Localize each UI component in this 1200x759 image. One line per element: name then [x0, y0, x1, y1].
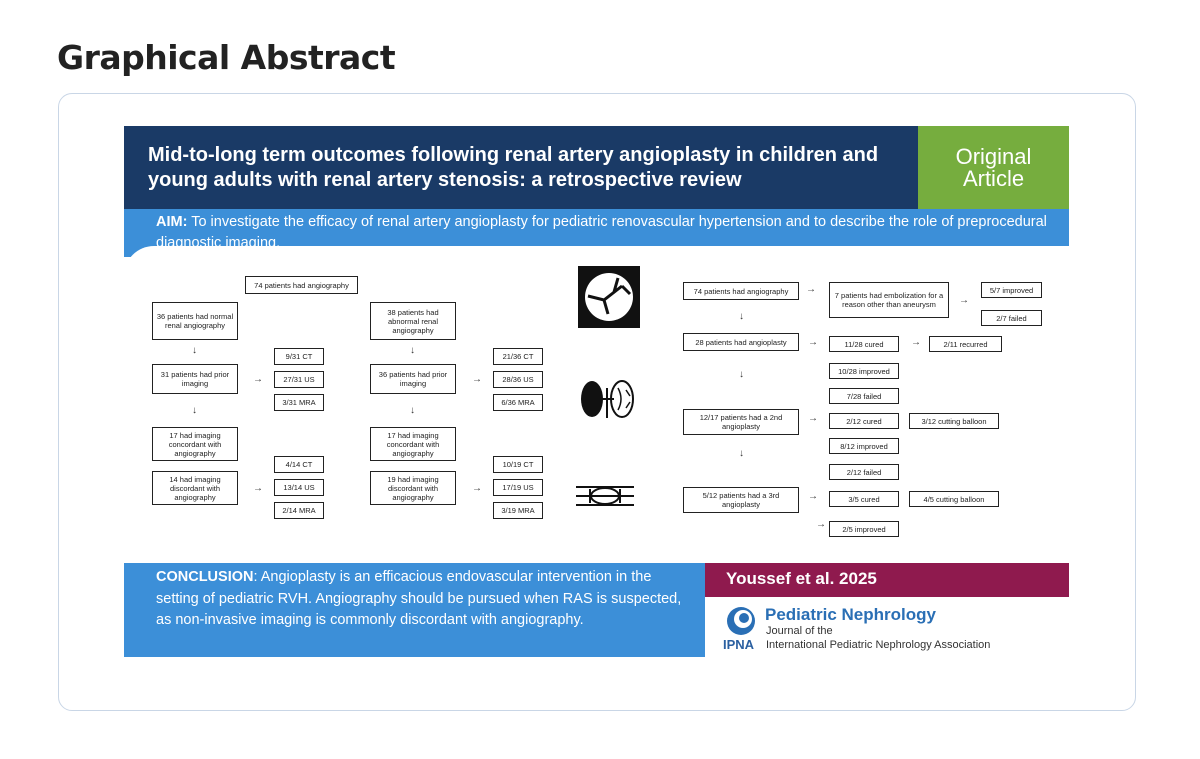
conclusion-label: CONCLUSION	[156, 569, 254, 585]
flow-left-ad-mra: 3/19 MRA	[493, 502, 543, 519]
right-arrow-icon: →	[911, 337, 921, 348]
flow-right-balloon3: 4/5 cutting balloon	[909, 491, 999, 507]
flow-right-angioplasty: 28 patients had angioplasty	[683, 333, 799, 351]
down-arrow-icon: ↓	[410, 405, 415, 416]
flow-right-embol-failed: 2/7 failed	[981, 310, 1042, 326]
kidneys-icon	[581, 380, 634, 418]
ipna-logo-icon	[727, 607, 755, 635]
abstract-header: Mid-to-long term outcomes following rena…	[124, 126, 918, 209]
flow-left-nd-ct: 4/14 CT	[274, 456, 324, 473]
graphical-abstract-image[interactable]: AIM: To investigate the efficacy of rena…	[124, 126, 1069, 657]
journal-subtitle-1: Journal of the	[766, 625, 833, 637]
right-arrow-icon: →	[808, 337, 818, 348]
flow-right-failed2: 2/12 failed	[829, 464, 899, 480]
flow-left-abnormal-mra: 6/36 MRA	[493, 394, 543, 411]
abstract-title-line2: young adults with renal artery stenosis:…	[148, 169, 742, 191]
flow-right-improved3: 2/5 improved	[829, 521, 899, 537]
flow-left-normal-mra: 3/31 MRA	[274, 394, 324, 411]
right-arrow-icon: →	[959, 295, 969, 306]
right-arrow-icon: →	[816, 519, 826, 530]
badge-line1: Original	[955, 144, 1032, 169]
flow-right-cured1: 11/28 cured	[829, 336, 899, 352]
flow-right-improved2: 8/12 improved	[829, 438, 899, 454]
badge-line2: Article	[962, 166, 1025, 191]
abstract-title: Mid-to-long term outcomes following rena…	[148, 143, 908, 193]
flow-left-abnormal-concordant: 17 had imaging concordant with angiograp…	[370, 427, 456, 461]
down-arrow-icon: ↓	[192, 345, 197, 356]
flow-right-third: 5/12 patients had a 3rd angioplasty	[683, 487, 799, 513]
flow-right-embol-improved: 5/7 improved	[981, 282, 1042, 298]
author-band: Youssef et al. 2025	[705, 563, 1069, 597]
down-arrow-icon: ↓	[739, 448, 744, 459]
flow-right-recurred1: 2/11 recurred	[929, 336, 1002, 352]
flow-right-balloon2: 3/12 cutting balloon	[909, 413, 999, 429]
flow-right-cured3: 3/5 cured	[829, 491, 899, 507]
conclusion-text: : Angioplasty is an efficacious endovasc…	[156, 569, 682, 628]
article-type-badge: Original Article	[918, 126, 1069, 209]
right-arrow-icon: →	[472, 374, 482, 385]
flow-left-normal-ct: 9/31 CT	[274, 348, 324, 365]
flow-left-nd-mra: 2/14 MRA	[274, 502, 324, 519]
aim-label: AIM:	[156, 214, 188, 230]
flow-left-abnormal-ct: 21/36 CT	[493, 348, 543, 365]
flow-left-normal-concordant: 17 had imaging concordant with angiograp…	[152, 427, 238, 461]
balloon-catheter-icon	[576, 486, 634, 506]
abstract-title-line1: Mid-to-long term outcomes following rena…	[148, 144, 879, 166]
down-arrow-icon: ↓	[410, 345, 415, 356]
flow-left-normal-discordant: 14 had imaging discordant with angiograp…	[152, 471, 238, 505]
right-arrow-icon: →	[808, 491, 818, 502]
flow-right-second: 12/17 patients had a 2nd angioplasty	[683, 409, 799, 435]
right-arrow-icon: →	[806, 284, 816, 295]
flow-right-top: 74 patients had angiography	[683, 282, 799, 300]
flow-right-cured2: 2/12 cured	[829, 413, 899, 429]
flow-right-failed1: 7/28 failed	[829, 388, 899, 404]
flow-right-improved1: 10/28 improved	[829, 363, 899, 379]
right-arrow-icon: →	[253, 483, 263, 494]
flow-left-abnormal: 38 patients had abnormal renal angiograp…	[370, 302, 456, 340]
flowchart-area: 74 patients had angiography 36 patients …	[124, 246, 1069, 568]
flow-left-abnormal-us: 28/36 US	[493, 371, 543, 388]
down-arrow-icon: ↓	[192, 405, 197, 416]
flow-left-top: 74 patients had angiography	[245, 276, 358, 294]
flow-left-abnormal-prior: 36 patients had prior imaging	[370, 364, 456, 394]
flow-left-normal-prior: 31 patients had prior imaging	[152, 364, 238, 394]
author-citation: Youssef et al. 2025	[726, 569, 877, 588]
journal-subtitle-2: International Pediatric Nephrology Assoc…	[766, 639, 991, 651]
flow-left-abnormal-discordant: 19 had imaging discordant with angiograp…	[370, 471, 456, 505]
right-arrow-icon: →	[808, 413, 818, 424]
down-arrow-icon: ↓	[739, 369, 744, 380]
journal-abbr: IPNA	[723, 637, 755, 652]
angiography-figure-icon	[578, 266, 640, 328]
flow-left-normal: 36 patients had normal renal angiography	[152, 302, 238, 340]
right-arrow-icon: →	[253, 374, 263, 385]
journal-name: Pediatric Nephrology	[765, 605, 936, 624]
flow-left-ad-us: 17/19 US	[493, 479, 543, 496]
right-arrow-icon: →	[472, 483, 482, 494]
flow-left-nd-us: 13/14 US	[274, 479, 324, 496]
conclusion-band: CONCLUSION: Angioplasty is an efficaciou…	[124, 563, 705, 657]
down-arrow-icon: ↓	[739, 311, 744, 322]
page-title: Graphical Abstract	[57, 38, 396, 77]
flow-right-embol: 7 patients had embolization for a reason…	[829, 282, 949, 318]
flow-left-ad-ct: 10/19 CT	[493, 456, 543, 473]
conclusion-text-block: CONCLUSION: Angioplasty is an efficaciou…	[156, 567, 696, 632]
flow-left-normal-us: 27/31 US	[274, 371, 324, 388]
journal-block: IPNA Pediatric Nephrology Journal of the…	[705, 597, 1069, 657]
